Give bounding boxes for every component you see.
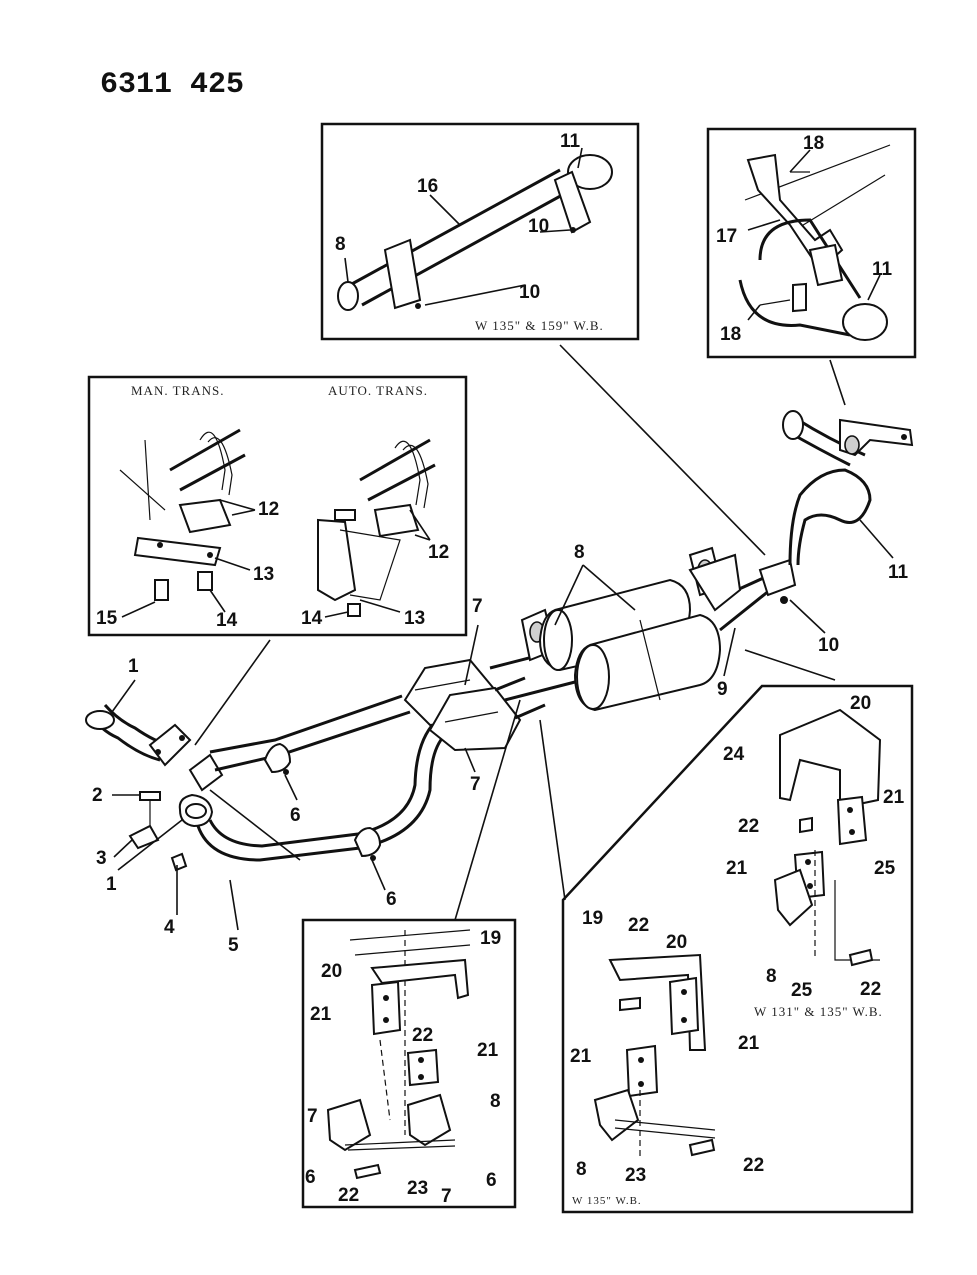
callout-7: 7 xyxy=(470,774,481,795)
leader-lines xyxy=(111,147,894,931)
callout-20: 20 xyxy=(666,932,687,953)
caption-wb-135: W 135" W.B. xyxy=(572,1195,642,1207)
callout-6: 6 xyxy=(305,1167,316,1188)
callout-16: 16 xyxy=(417,176,438,197)
inset-bottom-center xyxy=(301,918,517,1209)
callout-8: 8 xyxy=(766,966,777,987)
callout-10: 10 xyxy=(528,216,549,237)
callout-8: 8 xyxy=(574,542,585,563)
inset-top-center-art xyxy=(337,154,613,311)
callout-17: 17 xyxy=(716,226,737,247)
callout-7: 7 xyxy=(441,1186,452,1207)
callout-12: 12 xyxy=(428,542,449,563)
callout-21: 21 xyxy=(738,1033,760,1054)
inset-transmission xyxy=(87,375,468,637)
callout-20: 20 xyxy=(850,693,871,714)
callout-9: 9 xyxy=(717,679,728,700)
callout-20: 20 xyxy=(321,961,342,982)
callout-25: 25 xyxy=(791,980,813,1001)
callout-6: 6 xyxy=(486,1170,497,1191)
callout-21: 21 xyxy=(726,858,748,879)
callout-7: 7 xyxy=(472,596,483,617)
callout-14: 14 xyxy=(301,608,323,629)
callout-11: 11 xyxy=(872,259,893,280)
callout-19: 19 xyxy=(480,928,501,949)
callout-7: 7 xyxy=(307,1106,318,1127)
callout-1: 1 xyxy=(106,874,117,895)
caption-wb-135-159: W 135" & 159" W.B. xyxy=(475,318,604,333)
callout-15: 15 xyxy=(96,608,118,629)
callout-22: 22 xyxy=(743,1155,764,1176)
callout-5: 5 xyxy=(228,935,239,956)
callout-23: 23 xyxy=(407,1178,428,1199)
callout-11: 11 xyxy=(560,131,581,152)
part-number: 6311 425 xyxy=(100,68,244,102)
callout-13: 13 xyxy=(253,564,274,585)
callout-21: 21 xyxy=(570,1046,592,1067)
callout-14: 14 xyxy=(216,610,238,631)
inset-bottom-right xyxy=(561,684,914,1214)
callout-22: 22 xyxy=(738,816,759,837)
callout-22: 22 xyxy=(412,1025,433,1046)
inset-transmission-art xyxy=(119,428,436,617)
callout-22: 22 xyxy=(860,979,881,1000)
callout-10: 10 xyxy=(818,635,839,656)
callout-21: 21 xyxy=(310,1004,332,1025)
callout-22: 22 xyxy=(628,915,649,936)
main-exhaust-assembly xyxy=(85,410,914,872)
callout-6: 6 xyxy=(386,889,397,910)
callout-19: 19 xyxy=(582,908,603,929)
inset-top-right xyxy=(706,127,917,359)
inset-bottom-right-art xyxy=(593,708,882,1160)
callout-8: 8 xyxy=(335,234,346,255)
callout-6: 6 xyxy=(290,805,301,826)
callout-8: 8 xyxy=(490,1091,501,1112)
callout-10: 10 xyxy=(519,282,540,303)
callout-21: 21 xyxy=(883,787,905,808)
caption-man-trans: MAN. TRANS. xyxy=(131,383,224,398)
callout-24: 24 xyxy=(723,744,745,765)
callout-25: 25 xyxy=(874,858,896,879)
callout-3: 3 xyxy=(96,848,107,869)
callout-1: 1 xyxy=(128,656,139,677)
callout-13: 13 xyxy=(404,608,425,629)
caption-auto-trans: AUTO. TRANS. xyxy=(328,383,428,398)
caption-wb-131-135: W 131" & 135" W.B. xyxy=(754,1004,883,1019)
inset-top-center xyxy=(320,122,640,341)
callout-4: 4 xyxy=(164,917,175,938)
callout-18: 18 xyxy=(803,133,824,154)
callout-12: 12 xyxy=(258,499,279,520)
callout-22: 22 xyxy=(338,1185,359,1206)
inset-bottom-center-art xyxy=(326,929,471,1180)
inset-top-right-art xyxy=(738,144,891,341)
callout-2: 2 xyxy=(92,785,103,806)
callout-11: 11 xyxy=(888,562,909,583)
callout-23: 23 xyxy=(625,1165,646,1186)
callout-21: 21 xyxy=(477,1040,499,1061)
inset-boxes xyxy=(87,122,917,1214)
callout-numbers: 1 1 2 3 4 5 6 6 6 6 7 7 7 7 8 8 8 8 8 9 … xyxy=(92,131,909,1207)
callout-18: 18 xyxy=(720,324,741,345)
callout-8: 8 xyxy=(576,1159,587,1180)
